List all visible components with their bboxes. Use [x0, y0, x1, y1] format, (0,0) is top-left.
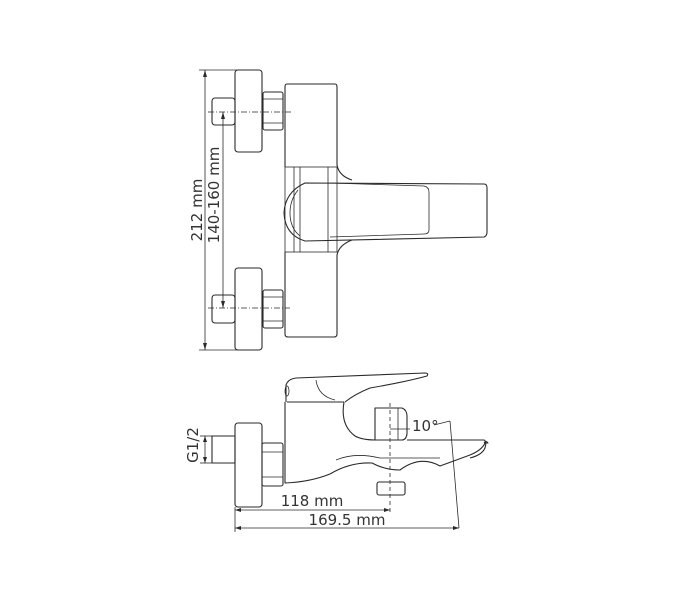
bottom-connection — [208, 267, 290, 351]
side-view: G1/2 10° — [184, 372, 489, 532]
top-connection — [208, 69, 293, 153]
overall-depth-dimension: 169.5 mm — [235, 511, 459, 530]
spacing-label: 140-160 mm — [205, 147, 223, 244]
front-view: 212 mm 140-160 mm — [188, 69, 488, 351]
spacing-dimension: 140-160 mm — [205, 112, 225, 308]
mixer-body — [284, 83, 353, 338]
angle-dimension: 10° — [390, 417, 460, 529]
height-dimension: 212 mm — [188, 69, 240, 351]
angle-label: 10° — [412, 417, 439, 435]
thread-label: G1/2 — [184, 427, 202, 463]
lever-handle — [283, 182, 488, 242]
wall-connection — [211, 422, 284, 508]
bath-outlet — [376, 481, 406, 496]
mixer-body-side — [284, 372, 489, 484]
overall-depth-label: 169.5 mm — [309, 511, 386, 529]
height-label: 212 mm — [188, 179, 206, 242]
outlet-depth-label: 118 mm — [281, 492, 344, 510]
diverter-knob — [374, 407, 408, 441]
thread-dimension: G1/2 — [184, 427, 212, 464]
